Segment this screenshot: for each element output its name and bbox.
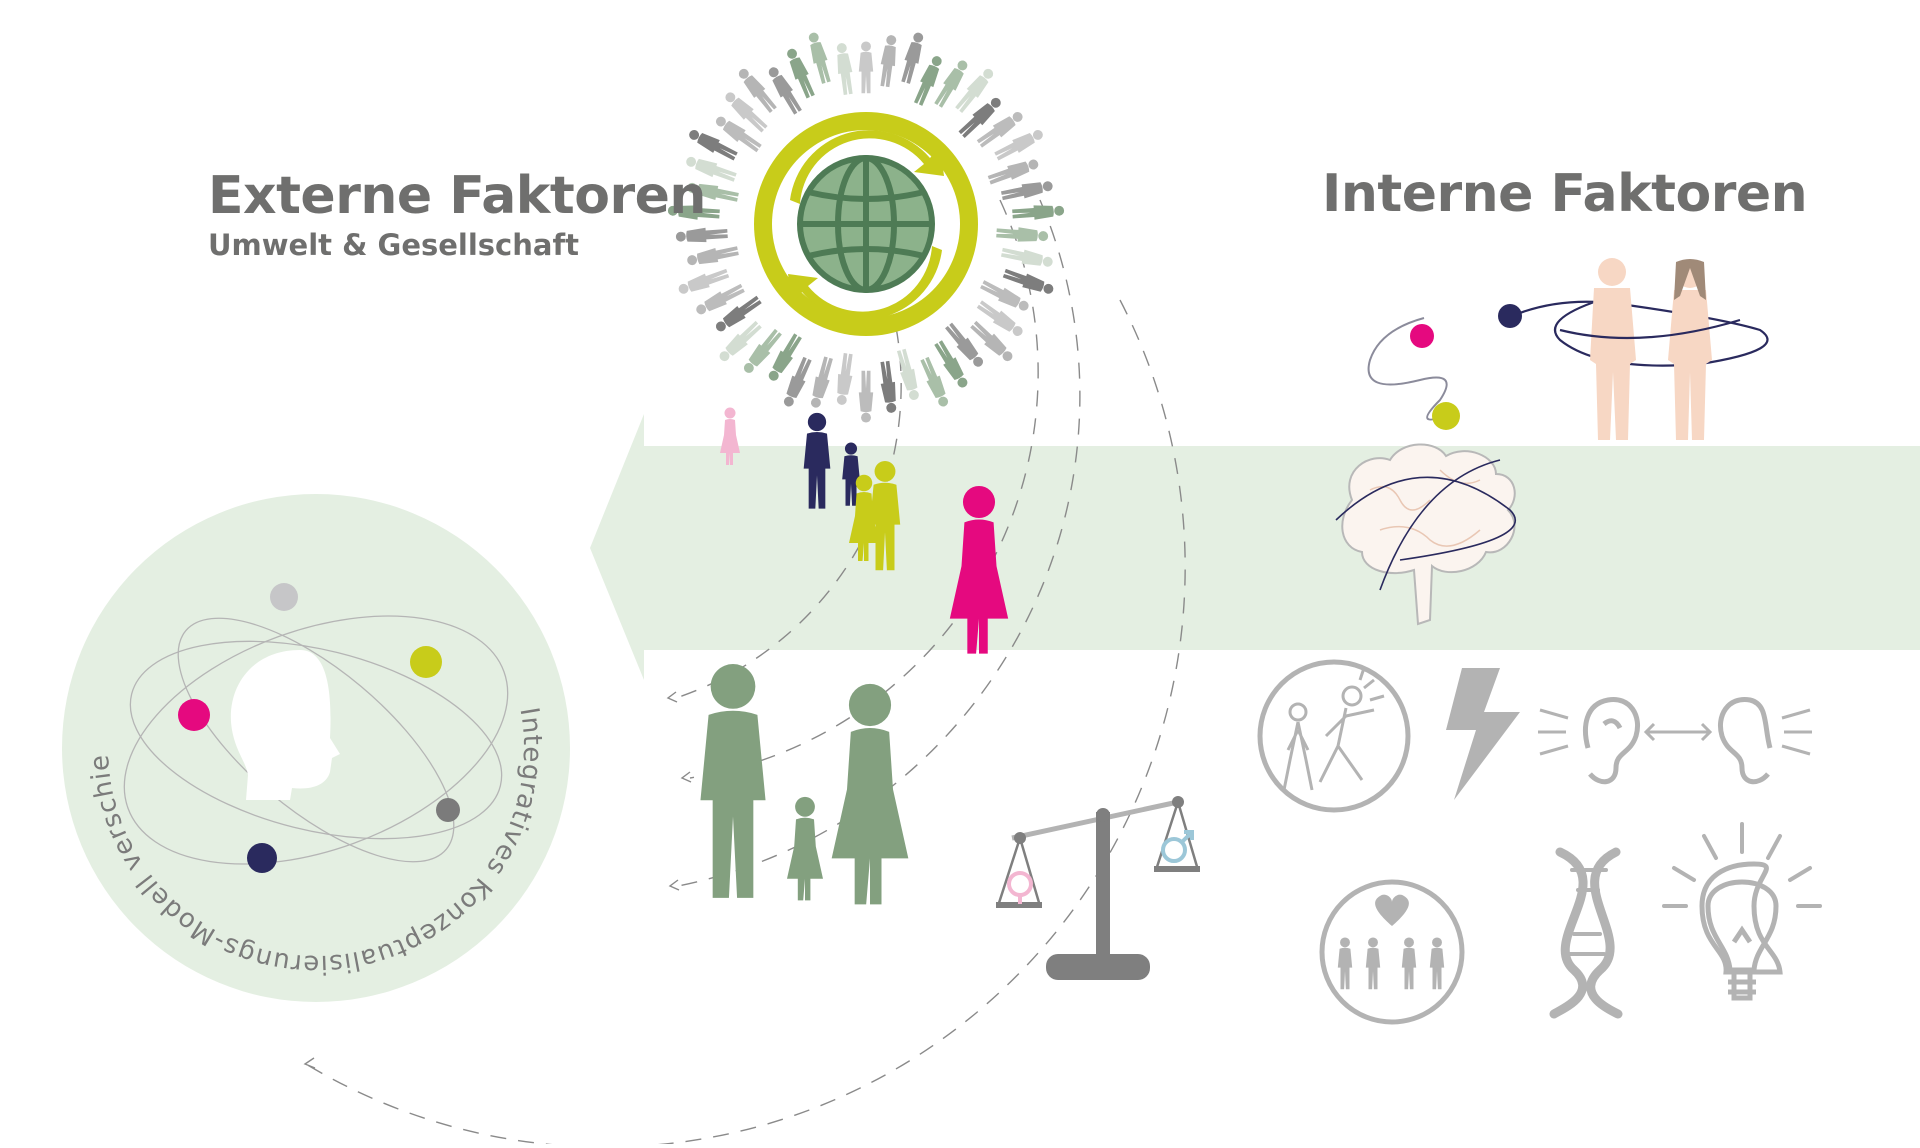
crowd-person bbox=[858, 41, 874, 94]
sensory-overload-icon bbox=[1257, 659, 1411, 813]
crowd-person bbox=[1011, 203, 1065, 222]
crowd-person bbox=[834, 42, 856, 96]
crowd-person bbox=[858, 370, 874, 423]
body-figures-icon bbox=[1367, 258, 1769, 440]
lightbulb-icon bbox=[1662, 822, 1822, 1001]
crowd-person bbox=[996, 225, 1049, 244]
balance-scale-icon bbox=[996, 796, 1200, 980]
ear-icon bbox=[1538, 697, 1812, 785]
crowd-person bbox=[676, 266, 731, 298]
family-heart-icon bbox=[1319, 879, 1465, 1025]
orbit-dot-navy bbox=[247, 843, 277, 873]
crowd-person bbox=[894, 348, 923, 402]
orbit-dot-magenta bbox=[178, 699, 210, 731]
external-factors-title: Externe Faktoren bbox=[208, 166, 706, 226]
crowd-person bbox=[1000, 245, 1055, 270]
crowd-person bbox=[877, 34, 900, 88]
crowd-person bbox=[877, 360, 900, 414]
crowd-person bbox=[805, 30, 834, 85]
orbit-dot-lightgrey bbox=[270, 583, 298, 611]
globe-crowd bbox=[667, 30, 1065, 423]
body-dot-lime bbox=[1432, 402, 1460, 430]
body-dot-navy bbox=[1498, 304, 1522, 328]
globe-icon bbox=[797, 155, 935, 293]
crowd-person bbox=[675, 226, 729, 245]
orbit-dot-lime bbox=[410, 646, 442, 678]
lightning-icon bbox=[1446, 668, 1520, 800]
dna-icon bbox=[1549, 847, 1623, 1019]
model-circle: Integratives Konzeptualisierungs-Modell … bbox=[0, 0, 570, 1002]
crowd-person bbox=[807, 355, 836, 410]
crowd-person bbox=[834, 352, 856, 406]
orbit-dot-grey bbox=[436, 798, 460, 822]
female-symbol-icon bbox=[1007, 871, 1033, 904]
internal-factors-title: Interne Faktoren bbox=[1322, 164, 1808, 224]
arrow-band bbox=[590, 414, 1920, 680]
recycle-arrows-icon bbox=[790, 130, 944, 204]
brain-icon bbox=[1335, 443, 1517, 626]
male-symbol-icon bbox=[1161, 830, 1194, 863]
body-dot-magenta bbox=[1410, 324, 1434, 348]
external-factors-subtitle: Umwelt & Gesellschaft bbox=[208, 228, 579, 262]
crowd-person bbox=[685, 243, 740, 269]
crowd-person bbox=[898, 30, 927, 85]
crowd-person bbox=[1000, 178, 1055, 203]
family-silhouette bbox=[700, 664, 909, 905]
head-silhouette-icon bbox=[230, 650, 340, 800]
crowd-person bbox=[986, 156, 1041, 187]
